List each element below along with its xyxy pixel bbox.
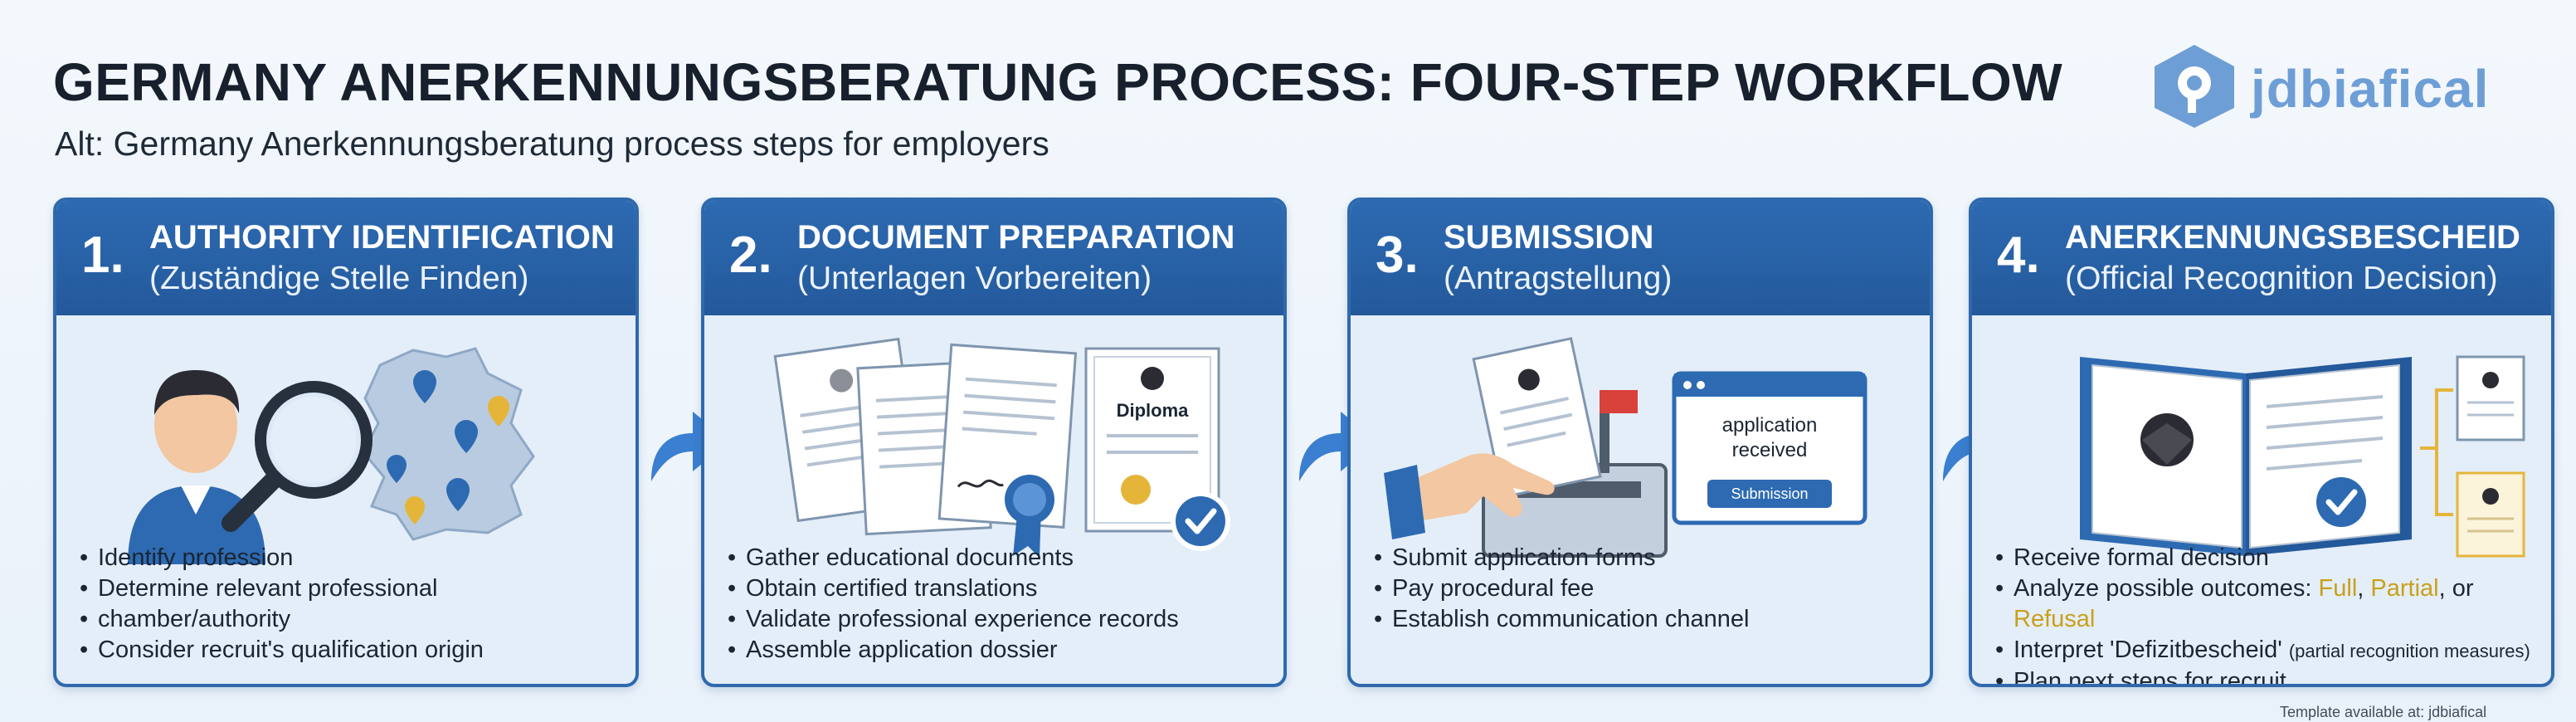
list-item: Plan next steps for recruit — [1995, 666, 2543, 684]
outcome-sep: , — [2357, 575, 2371, 602]
step-title: AUTHORITY IDENTIFICATION — [149, 219, 615, 256]
step-subtitle: (Official Recognition Decision) — [2065, 261, 2498, 296]
list-item: Determine relevant professional — [80, 573, 627, 604]
list-item: Consider recruit's qualification origin — [80, 635, 627, 666]
outcome-sep: , or — [2438, 575, 2474, 602]
step-header: 3. SUBMISSION (Antragstellung) — [1351, 201, 1930, 315]
step-bullets: Submit application forms Pay procedural … — [1374, 543, 1921, 635]
step-card-3: 3. SUBMISSION (Antragstellung) appli — [1347, 198, 1933, 687]
step-subtitle: (Unterlagen Vorbereiten) — [797, 261, 1152, 296]
brand-hexagon-icon — [2155, 45, 2234, 128]
step-number: 1. — [81, 227, 124, 284]
step-number: 2. — [729, 227, 772, 284]
list-item: Gather educational documents — [728, 543, 1275, 573]
interpret-note: (partial recognition measures) — [2288, 641, 2530, 661]
step-bullets: Gather educational documents Obtain cert… — [728, 543, 1275, 666]
outcomes-prefix: Analyze possible outcomes: — [2014, 575, 2319, 602]
list-item: Interpret 'Defizitbescheid' (partial rec… — [1995, 635, 2543, 666]
documents-diploma-icon: Diploma — [704, 315, 1283, 564]
step-number: 3. — [1376, 227, 1419, 284]
step-subtitle: (Zuständige Stelle Finden) — [149, 261, 529, 296]
list-item: Pay procedural fee — [1374, 573, 1921, 604]
brand-name: jdbiafical — [2251, 59, 2490, 119]
step-card-1: 1. AUTHORITY IDENTIFICATION (Zuständige … — [53, 198, 639, 687]
hand-mailbox-icon: application received Submission — [1351, 315, 1930, 564]
step-header: 1. AUTHORITY IDENTIFICATION (Zuständige … — [56, 201, 635, 315]
step-card-2: 2. DOCUMENT PREPARATION (Unterlagen Vorb… — [701, 198, 1287, 687]
list-item: Validate professional experience records — [728, 604, 1275, 635]
page-title: GERMANY ANERKENNUNGSBERATUNG PROCESS: FO… — [53, 52, 2063, 112]
outcome-partial: Partial — [2370, 575, 2439, 602]
page-subtitle: Alt: Germany Anerkennungsberatung proces… — [55, 124, 1049, 163]
footnote: Template available at: jdbiafical — [2280, 704, 2487, 720]
step-subtitle: (Antragstellung) — [1444, 261, 1673, 296]
open-certificate-icon — [1972, 315, 2551, 564]
list-item: Establish communication channel — [1374, 604, 1921, 635]
screen-submission-button: Submission — [1731, 485, 1808, 502]
step-title: SUBMISSION — [1444, 219, 1654, 256]
step-bullets: Receive formal decision Analyze possible… — [1995, 543, 2543, 684]
list-item-continuation: chamber/authority — [80, 604, 627, 635]
list-item: Analyze possible outcomes: Full, Partial… — [1995, 573, 2543, 635]
list-item: Receive formal decision — [1995, 543, 2543, 573]
step-card-4: 4. ANERKENNUNGSBESCHEID (Official Recogn… — [1969, 198, 2554, 687]
step-header: 4. ANERKENNUNGSBESCHEID (Official Recogn… — [1972, 201, 2551, 315]
list-item: Assemble application dossier — [728, 635, 1275, 666]
diploma-label: Diploma — [1117, 400, 1190, 421]
step-header: 2. DOCUMENT PREPARATION (Unterlagen Vorb… — [704, 201, 1283, 315]
step-title: ANERKENNUNGSBESCHEID — [2065, 219, 2520, 256]
step-title: DOCUMENT PREPARATION — [797, 219, 1235, 256]
brand-logo: jdbiafical — [2145, 40, 2559, 131]
list-item: Identify profession — [80, 543, 627, 573]
list-item: Submit application forms — [1374, 543, 1921, 573]
outcome-refusal: Refusal — [2014, 606, 2096, 632]
interpret-prefix: Interpret 'Defizitbescheid' — [2014, 637, 2289, 663]
person-magnifier-map-icon — [56, 315, 635, 564]
outcome-full: Full — [2318, 575, 2358, 602]
list-item: Obtain certified translations — [728, 573, 1275, 604]
step-number: 4. — [1997, 227, 2040, 284]
screen-text-line2: received — [1732, 439, 1808, 461]
step-bullets: Identify profession Determine relevant p… — [80, 543, 627, 666]
screen-text-line1: application — [1722, 414, 1818, 437]
